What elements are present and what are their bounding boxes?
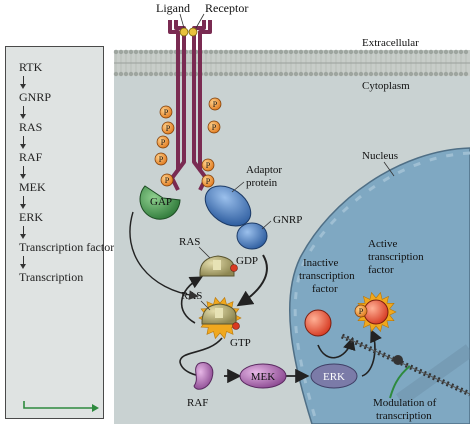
svg-text:P: P — [212, 123, 217, 132]
pathway-step: Transcription factor — [19, 240, 115, 271]
active-tf-line2: transcription — [368, 251, 424, 263]
pathway-step-label: RTK — [19, 60, 43, 74]
pathway-step: GNRP — [19, 91, 103, 121]
phosphate-icon: P — [154, 152, 168, 166]
svg-text:P: P — [359, 307, 364, 316]
phosphate-icon: P — [160, 173, 174, 187]
svg-text:P: P — [165, 176, 170, 185]
inactive-tf-line2: transcription — [299, 270, 355, 282]
down-arrow-icon — [19, 164, 31, 181]
ras-label-top: RAS — [179, 236, 200, 248]
phosphate-icon: P — [354, 304, 368, 318]
down-arrow-icon — [19, 224, 31, 241]
svg-text:P: P — [213, 100, 218, 109]
active-tf-line1: Active — [368, 238, 397, 250]
pathway-step: RAF — [19, 151, 103, 181]
gnrp-label: GNRP — [273, 214, 302, 226]
down-arrow-icon — [19, 104, 31, 121]
dna-strand — [340, 333, 470, 397]
inactive-tf-line3: factor — [312, 283, 338, 295]
pathway-step-label: GNRP — [19, 90, 52, 104]
pathway-step: RTK — [19, 61, 103, 91]
ras-gtp — [198, 296, 242, 340]
down-arrow-icon — [19, 74, 31, 91]
svg-text:P: P — [159, 155, 164, 164]
ligand — [179, 27, 198, 37]
nucleus-label: Nucleus — [362, 150, 398, 162]
adaptor-label-line1: Adaptor — [246, 164, 282, 176]
modulation-line1: Modulation of — [373, 397, 437, 409]
phosphate-icon: P — [201, 174, 215, 188]
ligand-label: Ligand — [156, 1, 190, 15]
nucleus — [288, 147, 470, 424]
pathway-step-label: MEK — [19, 180, 46, 194]
gtp-label: GTP — [230, 337, 251, 349]
receptor-label: Receptor — [205, 1, 248, 15]
pathway-step: ERK — [19, 211, 103, 241]
mek-kinase: MEK — [239, 363, 287, 389]
down-arrow-icon — [19, 194, 31, 211]
phosphate-icon: P — [159, 105, 173, 119]
pathway-step: MEK — [19, 181, 103, 211]
erk-label: ERK — [323, 371, 345, 383]
pathway-step-label: RAF — [19, 150, 43, 164]
phosphate-icon: P — [161, 121, 175, 135]
modulation-line2: transcription — [376, 410, 432, 422]
pathway-step-label: ERK — [19, 210, 43, 224]
ras-gdp — [199, 255, 238, 277]
cytoplasm-label: Cytoplasm — [362, 80, 410, 92]
raf-label: RAF — [187, 397, 208, 409]
svg-text:P: P — [206, 161, 211, 170]
phosphate-icon: P — [207, 120, 221, 134]
phosphate-icon: P — [208, 97, 222, 111]
svg-text:P: P — [166, 124, 171, 133]
raf-kinase — [193, 362, 214, 390]
pathway-step: Transcription — [19, 271, 103, 284]
mek-label: MEK — [251, 371, 276, 383]
svg-text:P: P — [206, 177, 211, 186]
pathway-step-label: RAS — [19, 120, 43, 134]
transcription-output-arrow — [23, 401, 99, 412]
gap-label: GAP — [150, 196, 172, 208]
gap-protein: GAP — [139, 185, 181, 220]
down-arrow-icon — [19, 134, 31, 151]
pathway-step: RAS — [19, 121, 103, 151]
plasma-membrane — [113, 49, 470, 77]
gdp-label: GDP — [236, 255, 258, 267]
pathway-step-label: Transcription — [19, 270, 84, 284]
svg-text:P: P — [164, 108, 169, 117]
modulation-arrow — [389, 365, 411, 399]
phosphate-icon: P — [156, 135, 170, 149]
extracellular-label: Extracellular — [362, 37, 419, 49]
svg-text:P: P — [161, 138, 166, 147]
adaptor-label-line2: protein — [246, 177, 278, 189]
inactive-transcription-factor — [304, 309, 332, 337]
adaptor-protein — [204, 185, 268, 250]
pathway-step-label: Transcription factor — [19, 240, 115, 254]
active-tf-line3: factor — [368, 264, 394, 276]
phosphate-icon: P — [201, 158, 215, 172]
inactive-tf-line1: Inactive — [303, 257, 339, 269]
erk-kinase: ERK — [310, 363, 358, 389]
down-arrow-icon — [19, 254, 31, 271]
